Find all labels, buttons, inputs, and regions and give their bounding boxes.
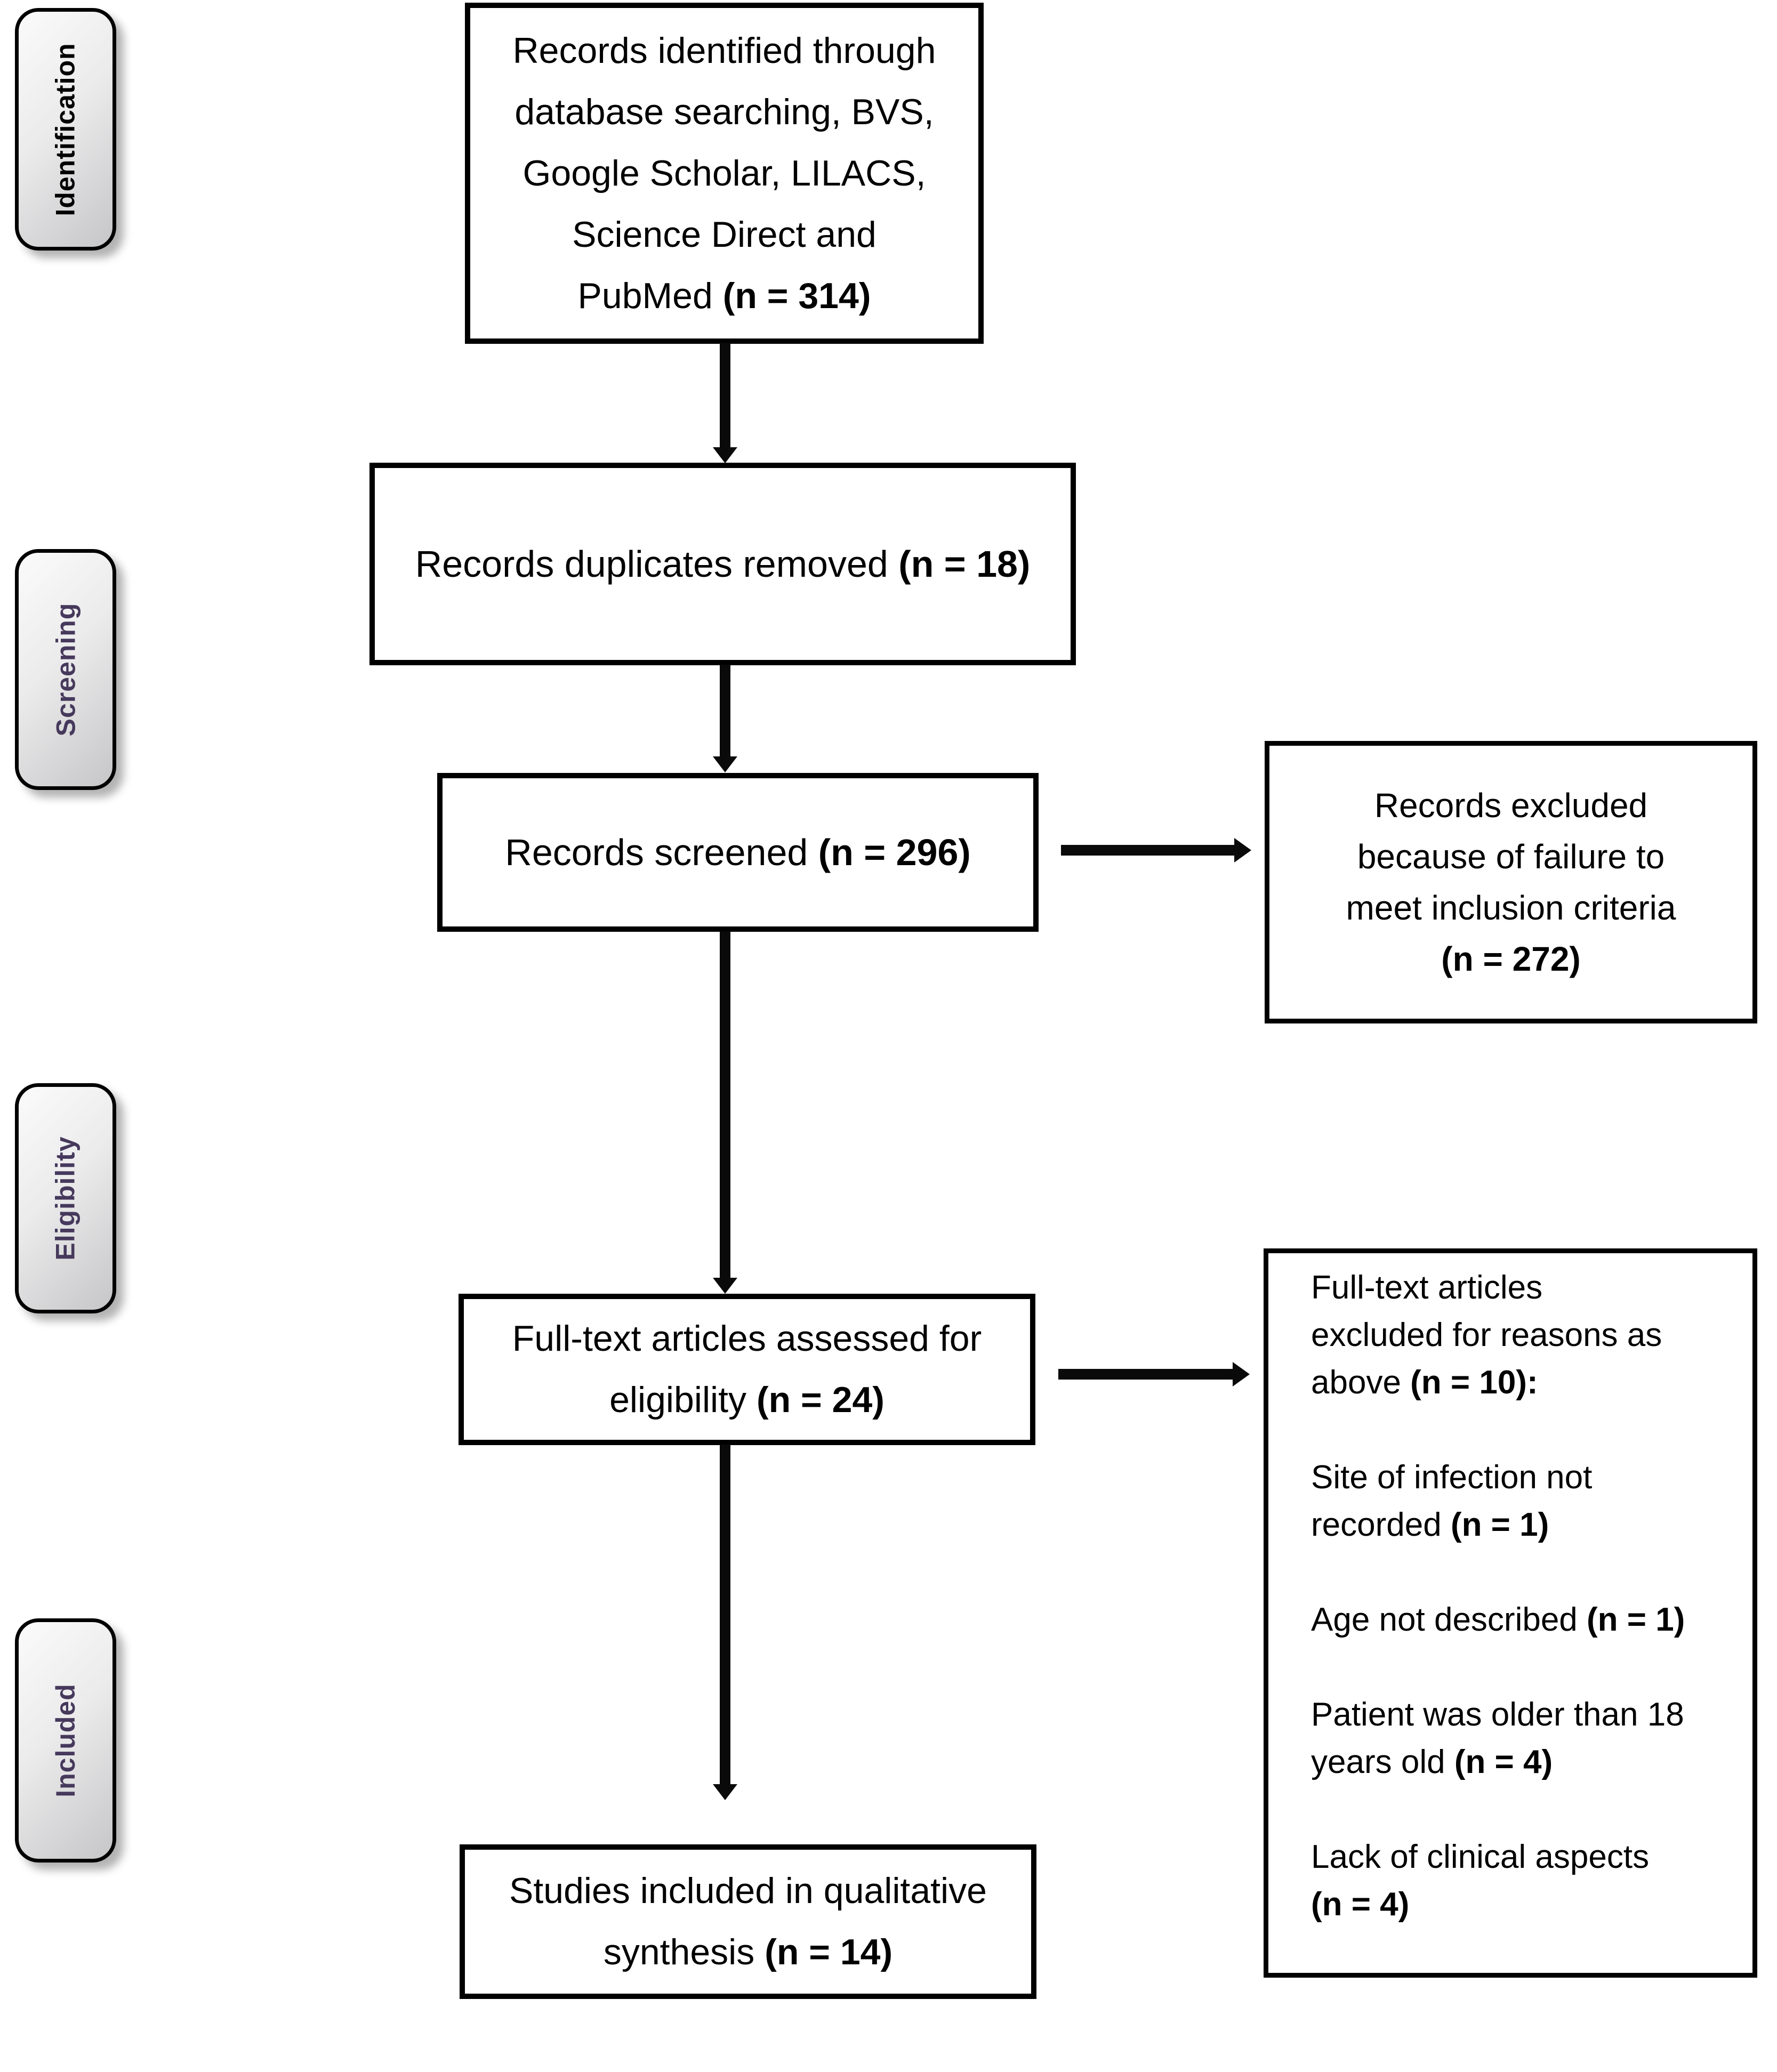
stage-screening-label: Screening xyxy=(51,602,81,737)
text-line xyxy=(1311,1549,1736,1596)
text-line xyxy=(1311,1643,1736,1691)
arrow-identified-to-duplicates-shaft xyxy=(720,343,730,447)
box-fulltext-excluded: Full-text articles excluded for reasons a… xyxy=(1264,1248,1757,1978)
text-line: Records duplicates removed (n = 18) xyxy=(415,543,1031,585)
box-fulltext-assessed: Full-text articles assessed for eligibili… xyxy=(459,1294,1035,1445)
box-studies-included: Studies included in qualitative synthesis… xyxy=(460,1844,1036,1999)
text-line: PubMed (n = 314) xyxy=(577,275,871,316)
box-records-screened-text: Records screened (n = 296) xyxy=(443,823,1033,882)
stage-included: Included xyxy=(15,1618,116,1863)
text-line: eligibility (n = 24) xyxy=(609,1380,885,1420)
text-line: Records screened (n = 296) xyxy=(505,832,971,873)
text-line: Science Direct and xyxy=(572,214,877,255)
text-line: synthesis (n = 14) xyxy=(603,1932,893,1972)
text-line: Age not described (n = 1) xyxy=(1311,1601,1685,1638)
text-line: meet inclusion criteria xyxy=(1346,889,1676,927)
text-line: because of failure to xyxy=(1357,837,1665,876)
text-line: years old (n = 4) xyxy=(1311,1744,1553,1780)
box-records-screened: Records screened (n = 296) xyxy=(437,773,1039,932)
arrow-duplicates-to-screened-shaft xyxy=(720,665,730,756)
text-line: Patient was older than 18 xyxy=(1311,1696,1684,1733)
text-line xyxy=(1311,1786,1736,1833)
text-line: Studies included in qualitative xyxy=(509,1871,987,1911)
box-records-identified: Records identified through database searc… xyxy=(465,3,984,344)
down-arrowhead-icon xyxy=(713,1278,737,1294)
arrow-assessed-to-ft-excluded-shaft xyxy=(1058,1369,1233,1380)
stage-eligibility: Eligibility xyxy=(15,1083,116,1313)
box-fulltext-excluded-text: Full-text articles excluded for reasons a… xyxy=(1311,1264,1736,1928)
stage-screening: Screening xyxy=(15,549,116,790)
stage-eligibility-label: Eligibility xyxy=(51,1136,81,1261)
text-line xyxy=(1311,1406,1736,1454)
box-fulltext-assessed-text: Full-text articles assessed for eligibili… xyxy=(464,1308,1030,1431)
text-line: Google Scholar, LILACS, xyxy=(522,152,926,194)
text-line: (n = 4) xyxy=(1311,1886,1410,1923)
down-arrowhead-icon xyxy=(713,447,737,463)
text-line: Lack of clinical aspects xyxy=(1311,1839,1650,1875)
text-line: Site of infection not xyxy=(1311,1459,1593,1496)
down-arrowhead-icon xyxy=(713,1784,737,1800)
arrow-screened-to-excluded-shaft xyxy=(1061,845,1234,856)
text-line: Records excluded xyxy=(1374,786,1648,825)
down-arrowhead-icon xyxy=(713,756,737,772)
arrow-screened-to-assessed-shaft xyxy=(720,931,730,1278)
right-arrowhead-icon xyxy=(1234,838,1251,862)
box-studies-included-text: Studies included in qualitative synthesis… xyxy=(465,1860,1031,1983)
text-line: recorded (n = 1) xyxy=(1311,1506,1549,1543)
text-line: Full-text articles assessed for xyxy=(512,1318,982,1359)
arrow-assessed-to-included-shaft xyxy=(720,1445,730,1784)
text-line: (n = 272) xyxy=(1441,940,1581,978)
text-line: database searching, BVS, xyxy=(514,91,934,132)
text-line: Full-text articles xyxy=(1311,1269,1543,1306)
box-records-identified-text: Records identified through database searc… xyxy=(470,20,978,327)
box-duplicates-removed: Records duplicates removed (n = 18) xyxy=(369,463,1076,665)
box-records-excluded-text: Records excluded because of failure to mee… xyxy=(1269,780,1752,985)
right-arrowhead-icon xyxy=(1233,1362,1250,1386)
stage-included-label: Included xyxy=(51,1683,81,1797)
stage-identification-label: Identification xyxy=(51,42,81,216)
text-line: Records identified through xyxy=(512,30,936,71)
text-line: excluded for reasons as xyxy=(1311,1317,1662,1353)
box-records-excluded: Records excluded because of failure to mee… xyxy=(1265,741,1757,1023)
text-line: above (n = 10): xyxy=(1311,1364,1538,1401)
stage-identification: Identification xyxy=(15,8,116,251)
box-duplicates-removed-text: Records duplicates removed (n = 18) xyxy=(375,535,1071,593)
